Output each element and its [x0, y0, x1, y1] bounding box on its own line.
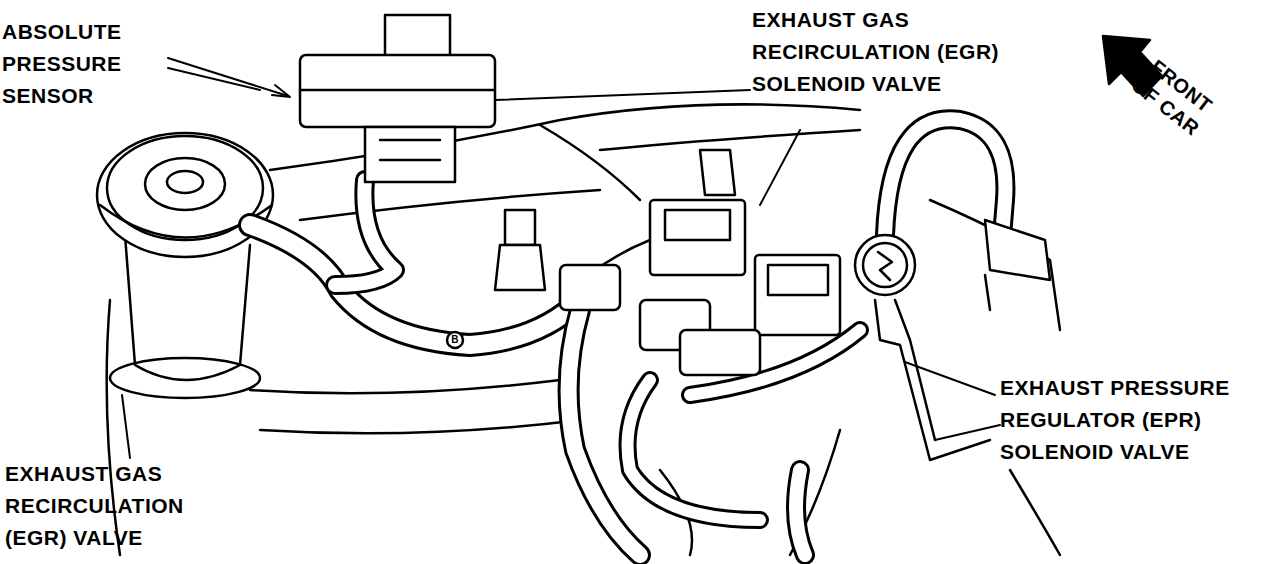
pressure-sensor: [300, 15, 750, 182]
engine-contour: [1010, 470, 1060, 555]
engine-contour: [790, 430, 840, 555]
engine-contour: [260, 420, 580, 433]
vacuum-hose: [250, 119, 1005, 555]
part-label: EXHAUST GAS RECIRCULATION (EGR) SOLENOID…: [752, 4, 1037, 100]
callout-letter: B: [449, 333, 461, 347]
part-label: EXHAUST GAS RECIRCULATION (EGR) VALVE: [5, 458, 235, 554]
part-label: EXHAUST PRESSURE REGULATOR (EPR) SOLENOI…: [1000, 372, 1270, 468]
engine-contour: [250, 380, 560, 393]
fitting: [447, 210, 545, 348]
part-label: ABSOLUTE PRESSURE SENSOR: [2, 16, 162, 112]
leader-line: [122, 58, 1000, 458]
solenoid-valve: [560, 130, 860, 375]
engine-contour: [540, 125, 640, 200]
egr-valve: [97, 133, 273, 398]
engine-contour: [300, 190, 600, 220]
